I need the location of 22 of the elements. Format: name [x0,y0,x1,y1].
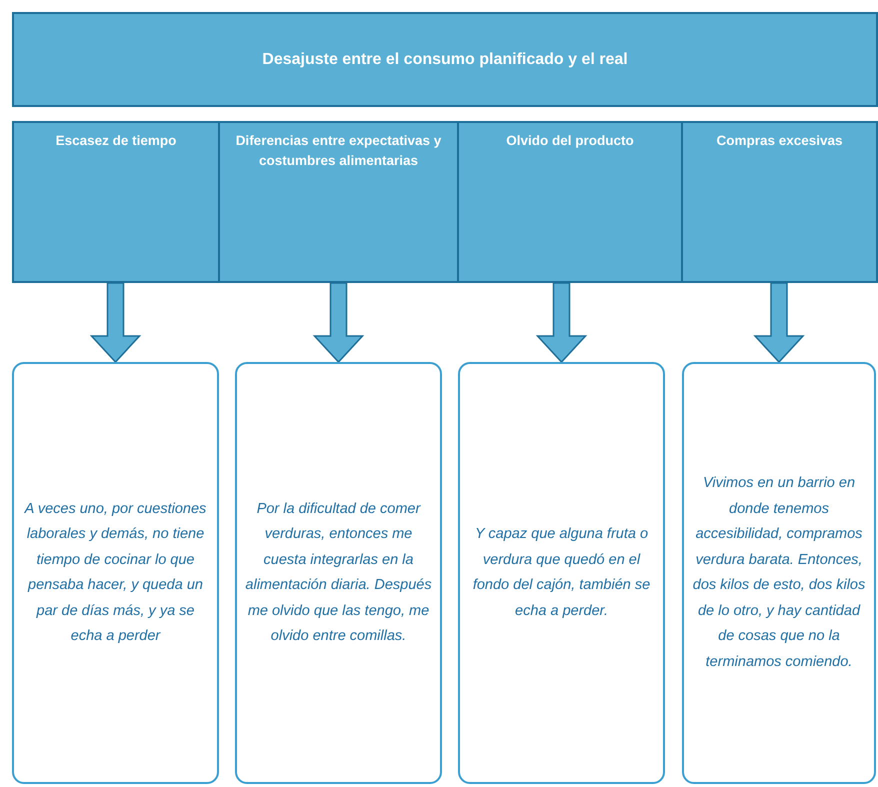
category-box [681,121,878,283]
quote-text: Y capaz que alguna fruta o verdura que quedó en el fondo del cajón, también se echa a perder. [472,525,652,620]
quote-box [458,362,665,784]
category-label: Escasez de tiempo [56,133,176,148]
category-box [218,121,459,283]
quote-box [235,362,442,784]
quote-text: Por la dificultad de comer verduras, entonces me cuesta integrarlas en la alimentación diaria. Después me olvido que las tengo, me olvido entre comillas. [245,500,432,646]
category-label: Olvido del producto [506,133,634,148]
category-label: Compras excesivas [716,133,843,148]
category-box [12,121,220,283]
quote-box [12,362,219,784]
quote-text: A veces uno, por cuestiones laborales y demás, no tiene tiempo de cocinar lo que pensaba hacer, y queda un par de días más, y ya se echa a perder [23,500,208,646]
block-arrow [753,282,805,364]
title-banner [12,12,878,107]
quote-text: Vivimos en un barrio en donde tenemos accesibilidad, compramos verdura barata. Entonces, dos kilos de esto, dos kilos de lo otro, y hay cantidad de cosas que no la terminamos comiendo. [692,474,866,672]
block-arrow [312,282,364,364]
block-arrow [90,282,142,364]
quote-box [682,362,876,784]
category-box [457,121,683,283]
category-label: Diferencias entre expectativas y costumbres alimentarias [236,133,442,168]
title: Desajuste entre el consumo planificado y el real [262,50,628,68]
block-arrow [536,282,588,364]
